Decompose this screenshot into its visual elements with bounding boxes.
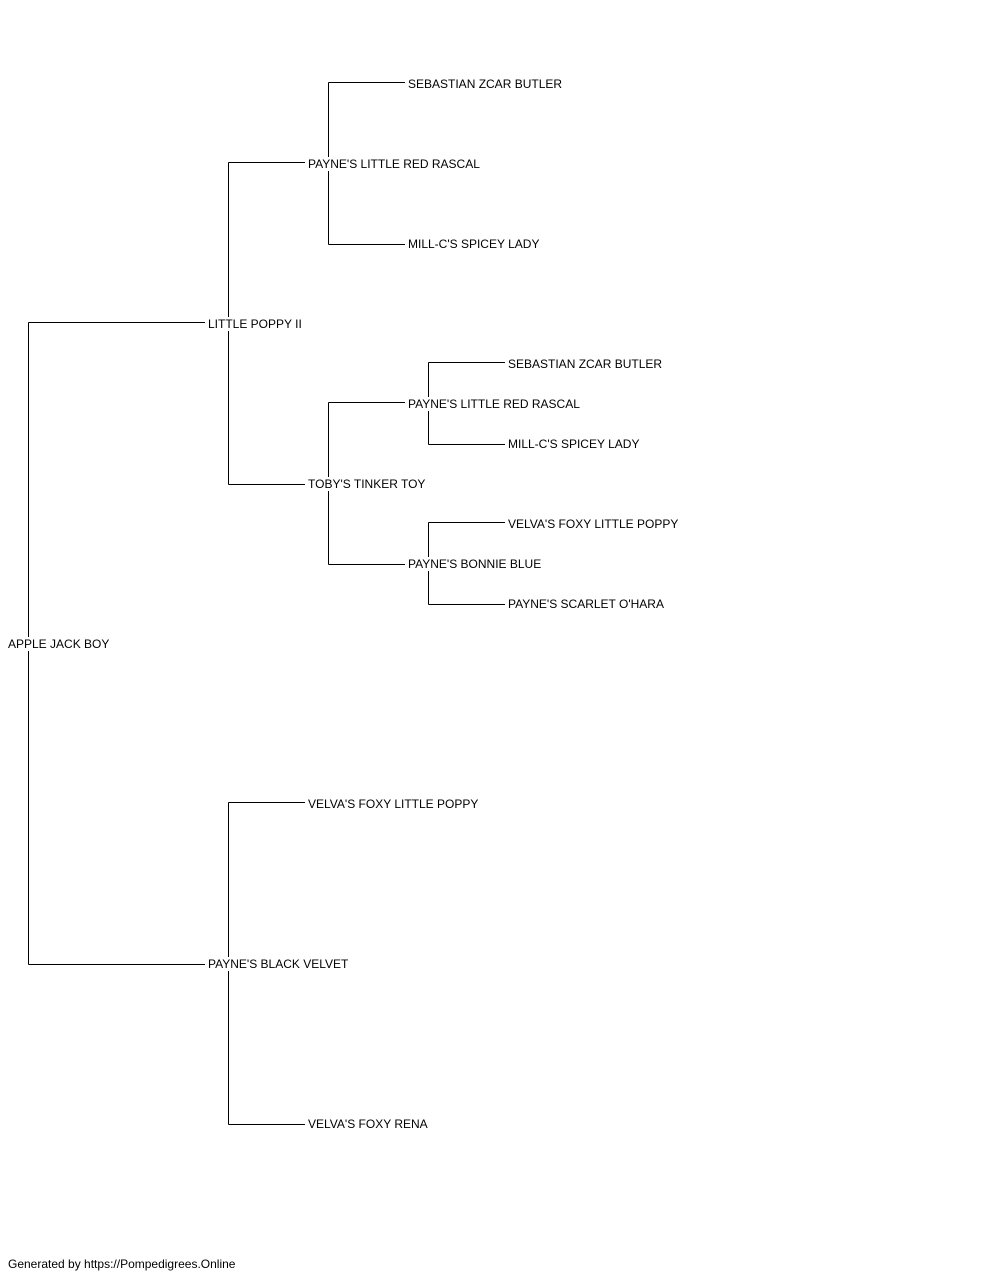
sire-dam-dam-name: PAYNE'S BONNIE BLUE [408, 557, 544, 571]
sire-dam-dam-sire-name: VELVA'S FOXY LITTLE POPPY [508, 517, 681, 531]
sire-dam-dam-dam-name: PAYNE'S SCARLET O'HARA [508, 597, 666, 611]
generated-by-footer: Generated by https://Pompedigrees.Online [8, 1257, 236, 1271]
dam-dam-name: VELVA'S FOXY RENA [308, 1117, 430, 1131]
dam-name: PAYNE'S BLACK VELVET [208, 957, 351, 971]
sire-dam-sire-dam-name: MILL-C'S SPICEY LADY [508, 437, 642, 451]
sire-dam-sire-name: PAYNE'S LITTLE RED RASCAL [408, 397, 582, 411]
sire-sire-sire-name: SEBASTIAN ZCAR BUTLER [408, 77, 565, 91]
sire-name: LITTLE POPPY II [208, 317, 304, 331]
sire-sire-name: PAYNE'S LITTLE RED RASCAL [308, 157, 482, 171]
sire-sire-dam-name: MILL-C'S SPICEY LADY [408, 237, 542, 251]
sire-dam-sire-sire-name: SEBASTIAN ZCAR BUTLER [508, 357, 665, 371]
sire-dam-name: TOBY'S TINKER TOY [308, 477, 428, 491]
subject-name: APPLE JACK BOY [8, 637, 112, 651]
dam-sire-name: VELVA'S FOXY LITTLE POPPY [308, 797, 481, 811]
